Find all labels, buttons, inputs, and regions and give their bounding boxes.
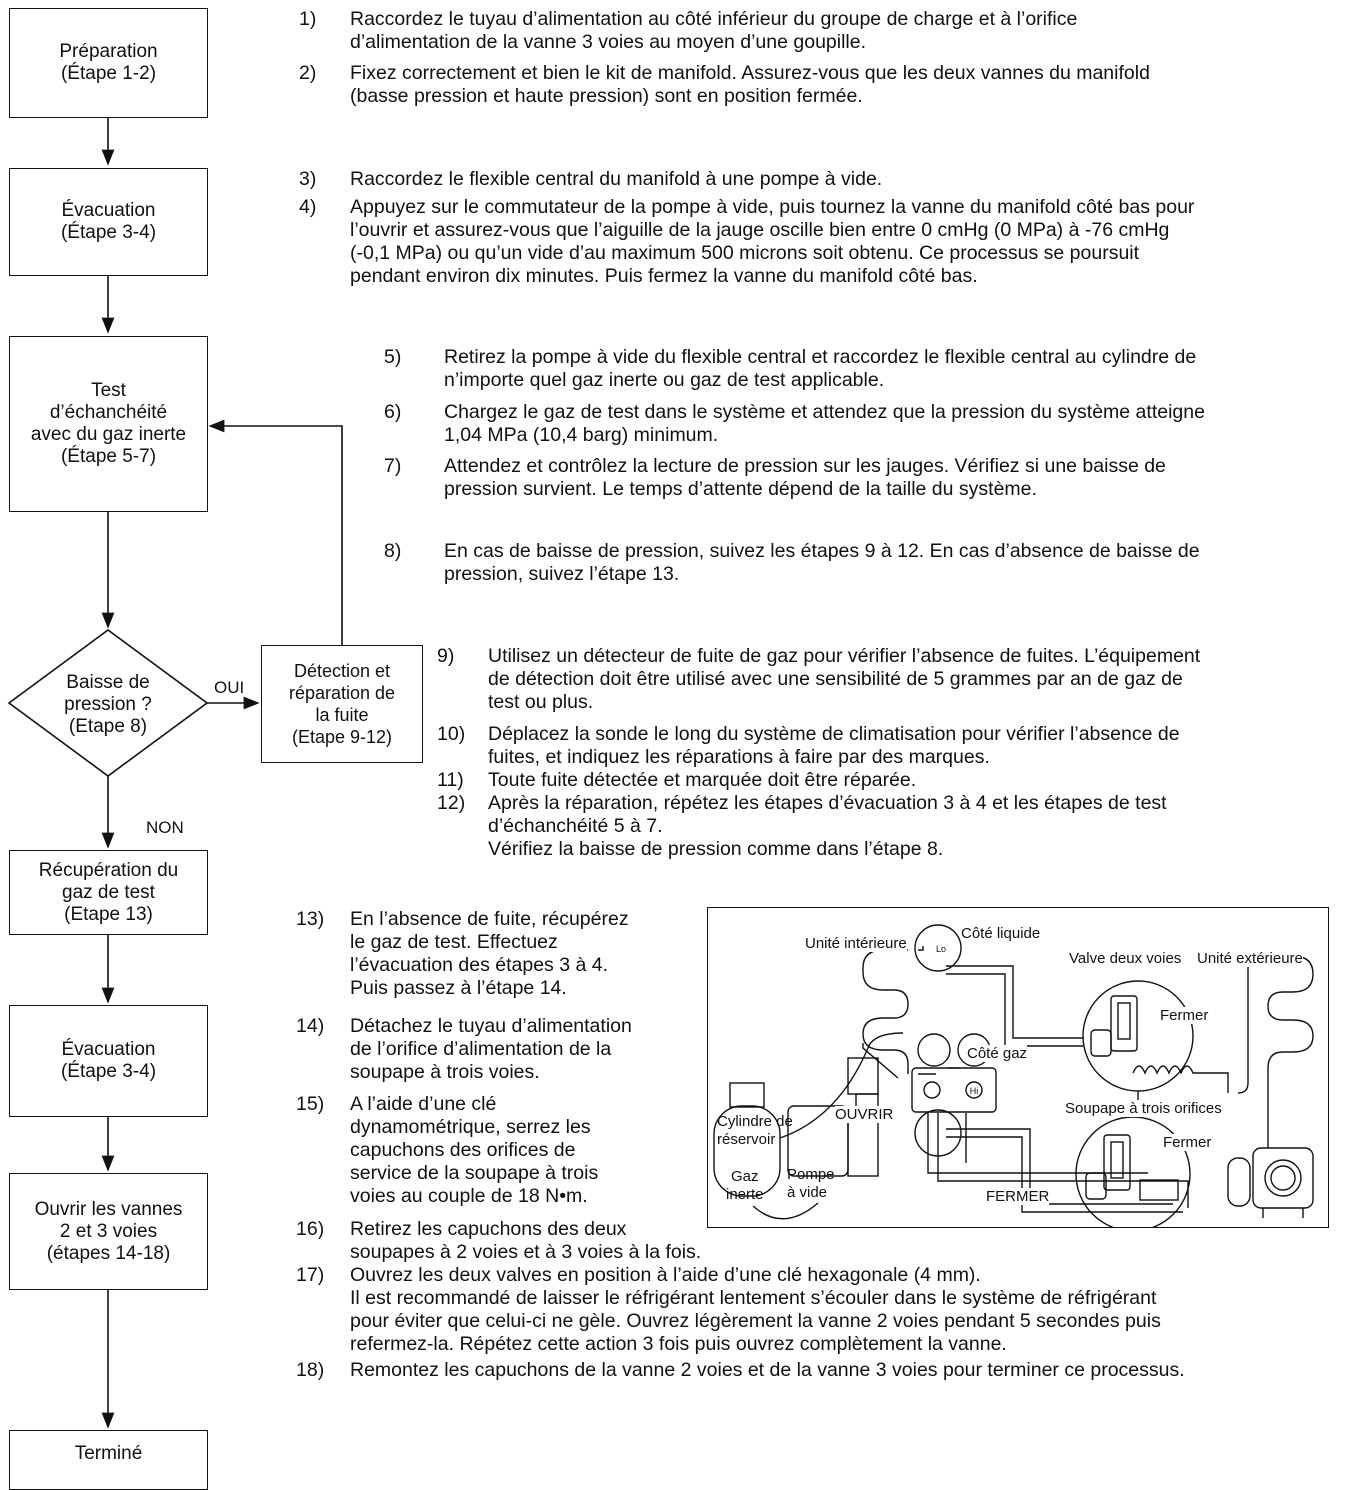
label-cylindre: Cylindre de réservoir	[717, 1113, 793, 1148]
step-text: Déplacez la sonde le long du système de …	[488, 723, 1180, 768]
label-ouvrir: OUVRIR	[835, 1106, 894, 1123]
flow-box-open-valves: Ouvrir les vannes 2 et 3 voies (étapes 1…	[9, 1173, 208, 1290]
flow-recovery-text: Récupération du gaz de test (Etape 13)	[38, 859, 179, 925]
step-text: A l’aide d’une clé dynamométrique, serre…	[350, 1093, 599, 1207]
flow-decision-label: Baisse de pression ? (Etape 8)	[64, 672, 152, 737]
step-text: Ouvrez les deux valves en position à l’a…	[350, 1264, 1161, 1355]
label-fermer-top: Fermer	[1160, 1007, 1209, 1024]
label-valve-deux-voies: Valve deux voies	[1069, 950, 1182, 967]
flow-box-evacuation-2: Évacuation (Étape 3-4)	[9, 1005, 208, 1117]
step-text: Retirez les capuchons des deux soupapes …	[350, 1218, 702, 1263]
step-number: 14)	[296, 1015, 325, 1037]
step-text: Détachez le tuyau d’alimentation de l’or…	[350, 1015, 632, 1083]
flow-evacuation-2-text: Évacuation (Étape 3-4)	[60, 1039, 157, 1082]
flow-leak-test-text: Test d’échanchéité avec du gaz inerte (É…	[30, 380, 187, 467]
step-number: 5)	[384, 346, 402, 368]
step-number: 12)	[437, 792, 466, 814]
flow-preparation-text: Préparation (Étape 1-2)	[59, 41, 158, 84]
flow-box-recovery: Récupération du gaz de test (Etape 13)	[9, 850, 208, 935]
label-unite-exterieure: Unité extérieure	[1197, 950, 1303, 967]
step-text: Retirez la pompe à vide du flexible cent…	[444, 346, 1197, 391]
step-number: 15)	[296, 1093, 325, 1115]
flow-box-detection: Détection et réparation de la fuite (Eta…	[261, 645, 423, 763]
step-number: 17)	[296, 1264, 325, 1286]
flow-decision-text: Baisse de pression ? (Etape 8)	[29, 672, 187, 738]
step-text: En l’absence de fuite, récupérez le gaz …	[350, 908, 629, 999]
step-number: 7)	[384, 455, 402, 477]
schematic-drawing: Lo Hi	[713, 924, 1314, 1227]
step-number: 4)	[299, 196, 317, 218]
hi-indicator: Hi	[970, 1086, 979, 1096]
step-text: Toute fuite détectée et marquée doit êtr…	[488, 769, 917, 791]
step-text: En cas de baisse de pression, suivez les…	[444, 540, 1200, 585]
label-soupape-trois-orifices: Soupape à trois orifices	[1065, 1100, 1222, 1117]
flowchart: Préparation (Étape 1-2) Évacuation (Étap…	[0, 0, 460, 1490]
label-fermer-bottom: FERMER	[986, 1188, 1050, 1205]
step-number: 10)	[437, 723, 466, 745]
step-number: 6)	[384, 401, 402, 423]
step-text: Raccordez le flexible central du manifol…	[350, 168, 883, 190]
step-text: Raccordez le tuyau d’alimentation au côt…	[350, 8, 1078, 53]
label-gaz-inerte: Gaz inerte	[726, 1168, 764, 1203]
step-number: 13)	[296, 908, 325, 930]
label-unite-interieure: Unité intérieure	[805, 935, 907, 952]
step-number: 2)	[299, 62, 317, 84]
flow-open-valves-text: Ouvrir les vannes 2 et 3 voies (étapes 1…	[34, 1198, 183, 1264]
step-number: 9)	[437, 645, 455, 667]
step-text: Chargez le gaz de test dans le système e…	[444, 401, 1205, 446]
lo-indicator: Lo	[936, 944, 946, 954]
flow-box-preparation: Préparation (Étape 1-2)	[9, 8, 208, 118]
flowchart-connectors	[7, 118, 343, 1429]
flow-box-done: Terminé	[9, 1430, 208, 1490]
flow-detection-text: Détection et réparation de la fuite (Eta…	[288, 661, 396, 747]
step-number: 8)	[384, 540, 402, 562]
step-number: 11)	[437, 769, 464, 791]
flow-box-evacuation-1: Évacuation (Étape 3-4)	[9, 168, 208, 276]
flow-done-text: Terminé	[74, 1443, 143, 1464]
flow-oui-label: OUI	[214, 678, 245, 697]
step-number: 1)	[299, 8, 317, 30]
label-cote-liquide: Côté liquide	[961, 925, 1041, 942]
refrigeration-schematic: Lo Hi Unité intérieure Côté liquide Valv…	[707, 907, 1329, 1228]
step-text: Appuyez sur le commutateur de la pompe à…	[350, 196, 1195, 287]
step-number: 18)	[296, 1359, 325, 1381]
step-number: 3)	[299, 168, 317, 190]
label-fermer-mid: Fermer	[1163, 1134, 1212, 1151]
label-pompe-a-vide: Pompe à vide	[787, 1166, 835, 1201]
step-number: 16)	[296, 1218, 325, 1240]
step-text: Utilisez un détecteur de fuite de gaz po…	[488, 645, 1201, 713]
step-text: Remontez les capuchons de la vanne 2 voi…	[350, 1359, 1185, 1381]
step-text: Attendez et contrôlez la lecture de pres…	[444, 455, 1166, 500]
label-cote-gaz: Côté gaz	[967, 1045, 1028, 1062]
flow-evacuation-1-text: Évacuation (Étape 3-4)	[60, 200, 157, 243]
step-text: Fixez correctement et bien le kit de man…	[350, 62, 1150, 107]
flow-non-label: NON	[146, 818, 184, 837]
step-text: Après la réparation, répétez les étapes …	[488, 792, 1167, 860]
flow-box-leak-test: Test d’échanchéité avec du gaz inerte (É…	[9, 336, 208, 512]
